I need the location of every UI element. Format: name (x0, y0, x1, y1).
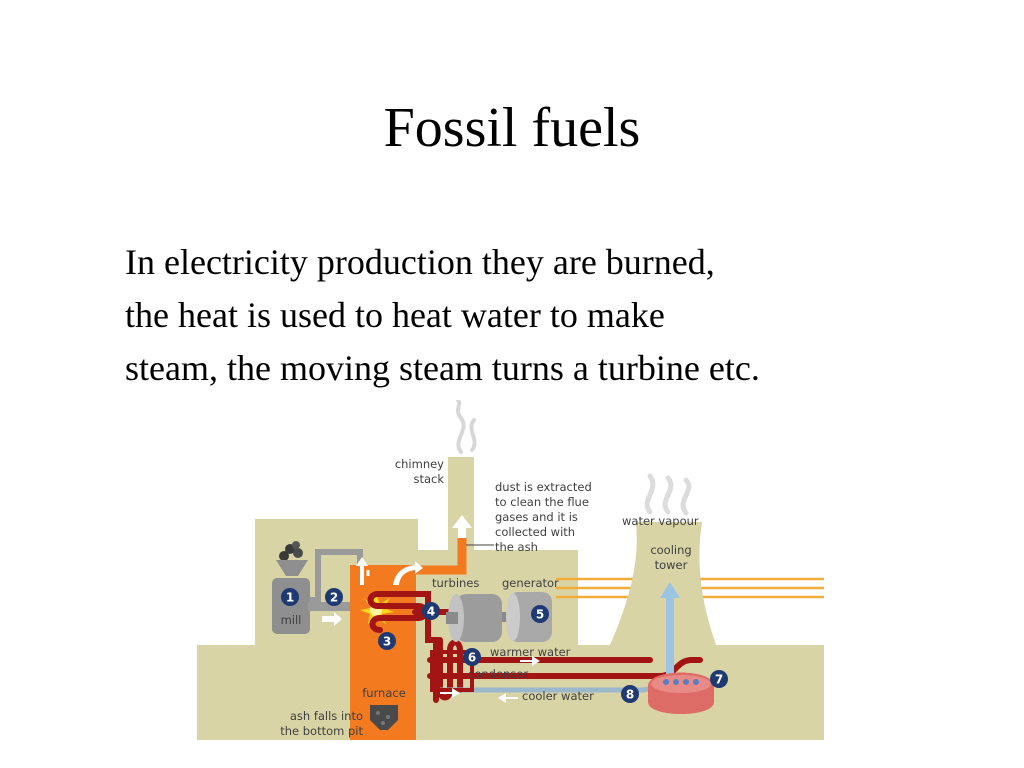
step-number-7: 7 (715, 673, 723, 687)
slide-title: Fossil fuels (383, 97, 641, 159)
label-water-vapour: water vapour (622, 514, 699, 528)
label-dust-4: collected with (495, 525, 575, 539)
step-number-6: 6 (468, 651, 476, 665)
step-badge-3: 3 (378, 632, 396, 650)
step-number-4: 4 (427, 605, 435, 619)
step-badge-5: 5 (531, 605, 549, 623)
flow-arrow-cool (498, 693, 518, 703)
step-number-1: 1 (286, 591, 294, 605)
slide-body: In electricity production they are burne… (125, 236, 955, 395)
label-mill: mill (281, 613, 302, 627)
step-badge-7: 7 (710, 670, 728, 688)
label-warmer-water: warmer water (490, 645, 571, 659)
label-condenser: condenser (468, 667, 528, 681)
coal-hopper (276, 541, 308, 576)
mill-body (272, 578, 310, 634)
turbines (446, 594, 502, 642)
ash-pit (370, 705, 398, 730)
label-turbines: turbines (432, 576, 479, 590)
step-badge-6: 6 (463, 648, 481, 666)
label-dust-2: to clean the flue (495, 495, 589, 509)
step-badge-1: 1 (281, 588, 299, 606)
label-cooling-tower-1: cooling (650, 543, 691, 557)
step-number-5: 5 (536, 608, 544, 622)
step-number-2: 2 (330, 591, 338, 605)
coal-pipe (310, 549, 363, 603)
body-line-1: In electricity production they are burne… (125, 242, 715, 282)
vapour-arrow (660, 582, 680, 676)
step-number-3: 3 (383, 635, 391, 649)
feed-arrow (322, 612, 342, 626)
label-ash-2: the bottom pit (280, 724, 363, 738)
step-badge-8: 8 (621, 685, 639, 703)
label-cooler-water: cooler water (522, 689, 594, 703)
generator (502, 592, 552, 642)
label-chimney-1: chimney (395, 457, 444, 471)
chimney-smoke (456, 400, 477, 454)
vapour-wisps (644, 473, 692, 516)
label-dust-1: dust is extracted (495, 480, 592, 494)
body-line-3: steam, the moving steam turns a turbine … (125, 348, 760, 388)
label-dust-3: gases and it is (495, 510, 578, 524)
step-badge-2: 2 (325, 588, 343, 606)
label-generator: generator (502, 576, 559, 590)
label-dust-5: the ash (495, 540, 538, 554)
power-plant-diagram: 1 2 3 4 5 6 7 8 chimney stack dust is ex… (197, 400, 824, 740)
cooling-basin (648, 672, 714, 714)
cooling-tower (610, 522, 716, 645)
body-line-2: the heat is used to heat water to make (125, 295, 665, 335)
step-badge-4: 4 (422, 602, 440, 620)
label-chimney-2: stack (413, 472, 444, 486)
flow-arrow-warm (520, 656, 540, 666)
label-cooling-tower-2: tower (655, 558, 688, 572)
step-number-8: 8 (626, 688, 634, 702)
label-ash-1: ash falls into (290, 709, 363, 723)
label-furnace: furnace (362, 686, 406, 700)
